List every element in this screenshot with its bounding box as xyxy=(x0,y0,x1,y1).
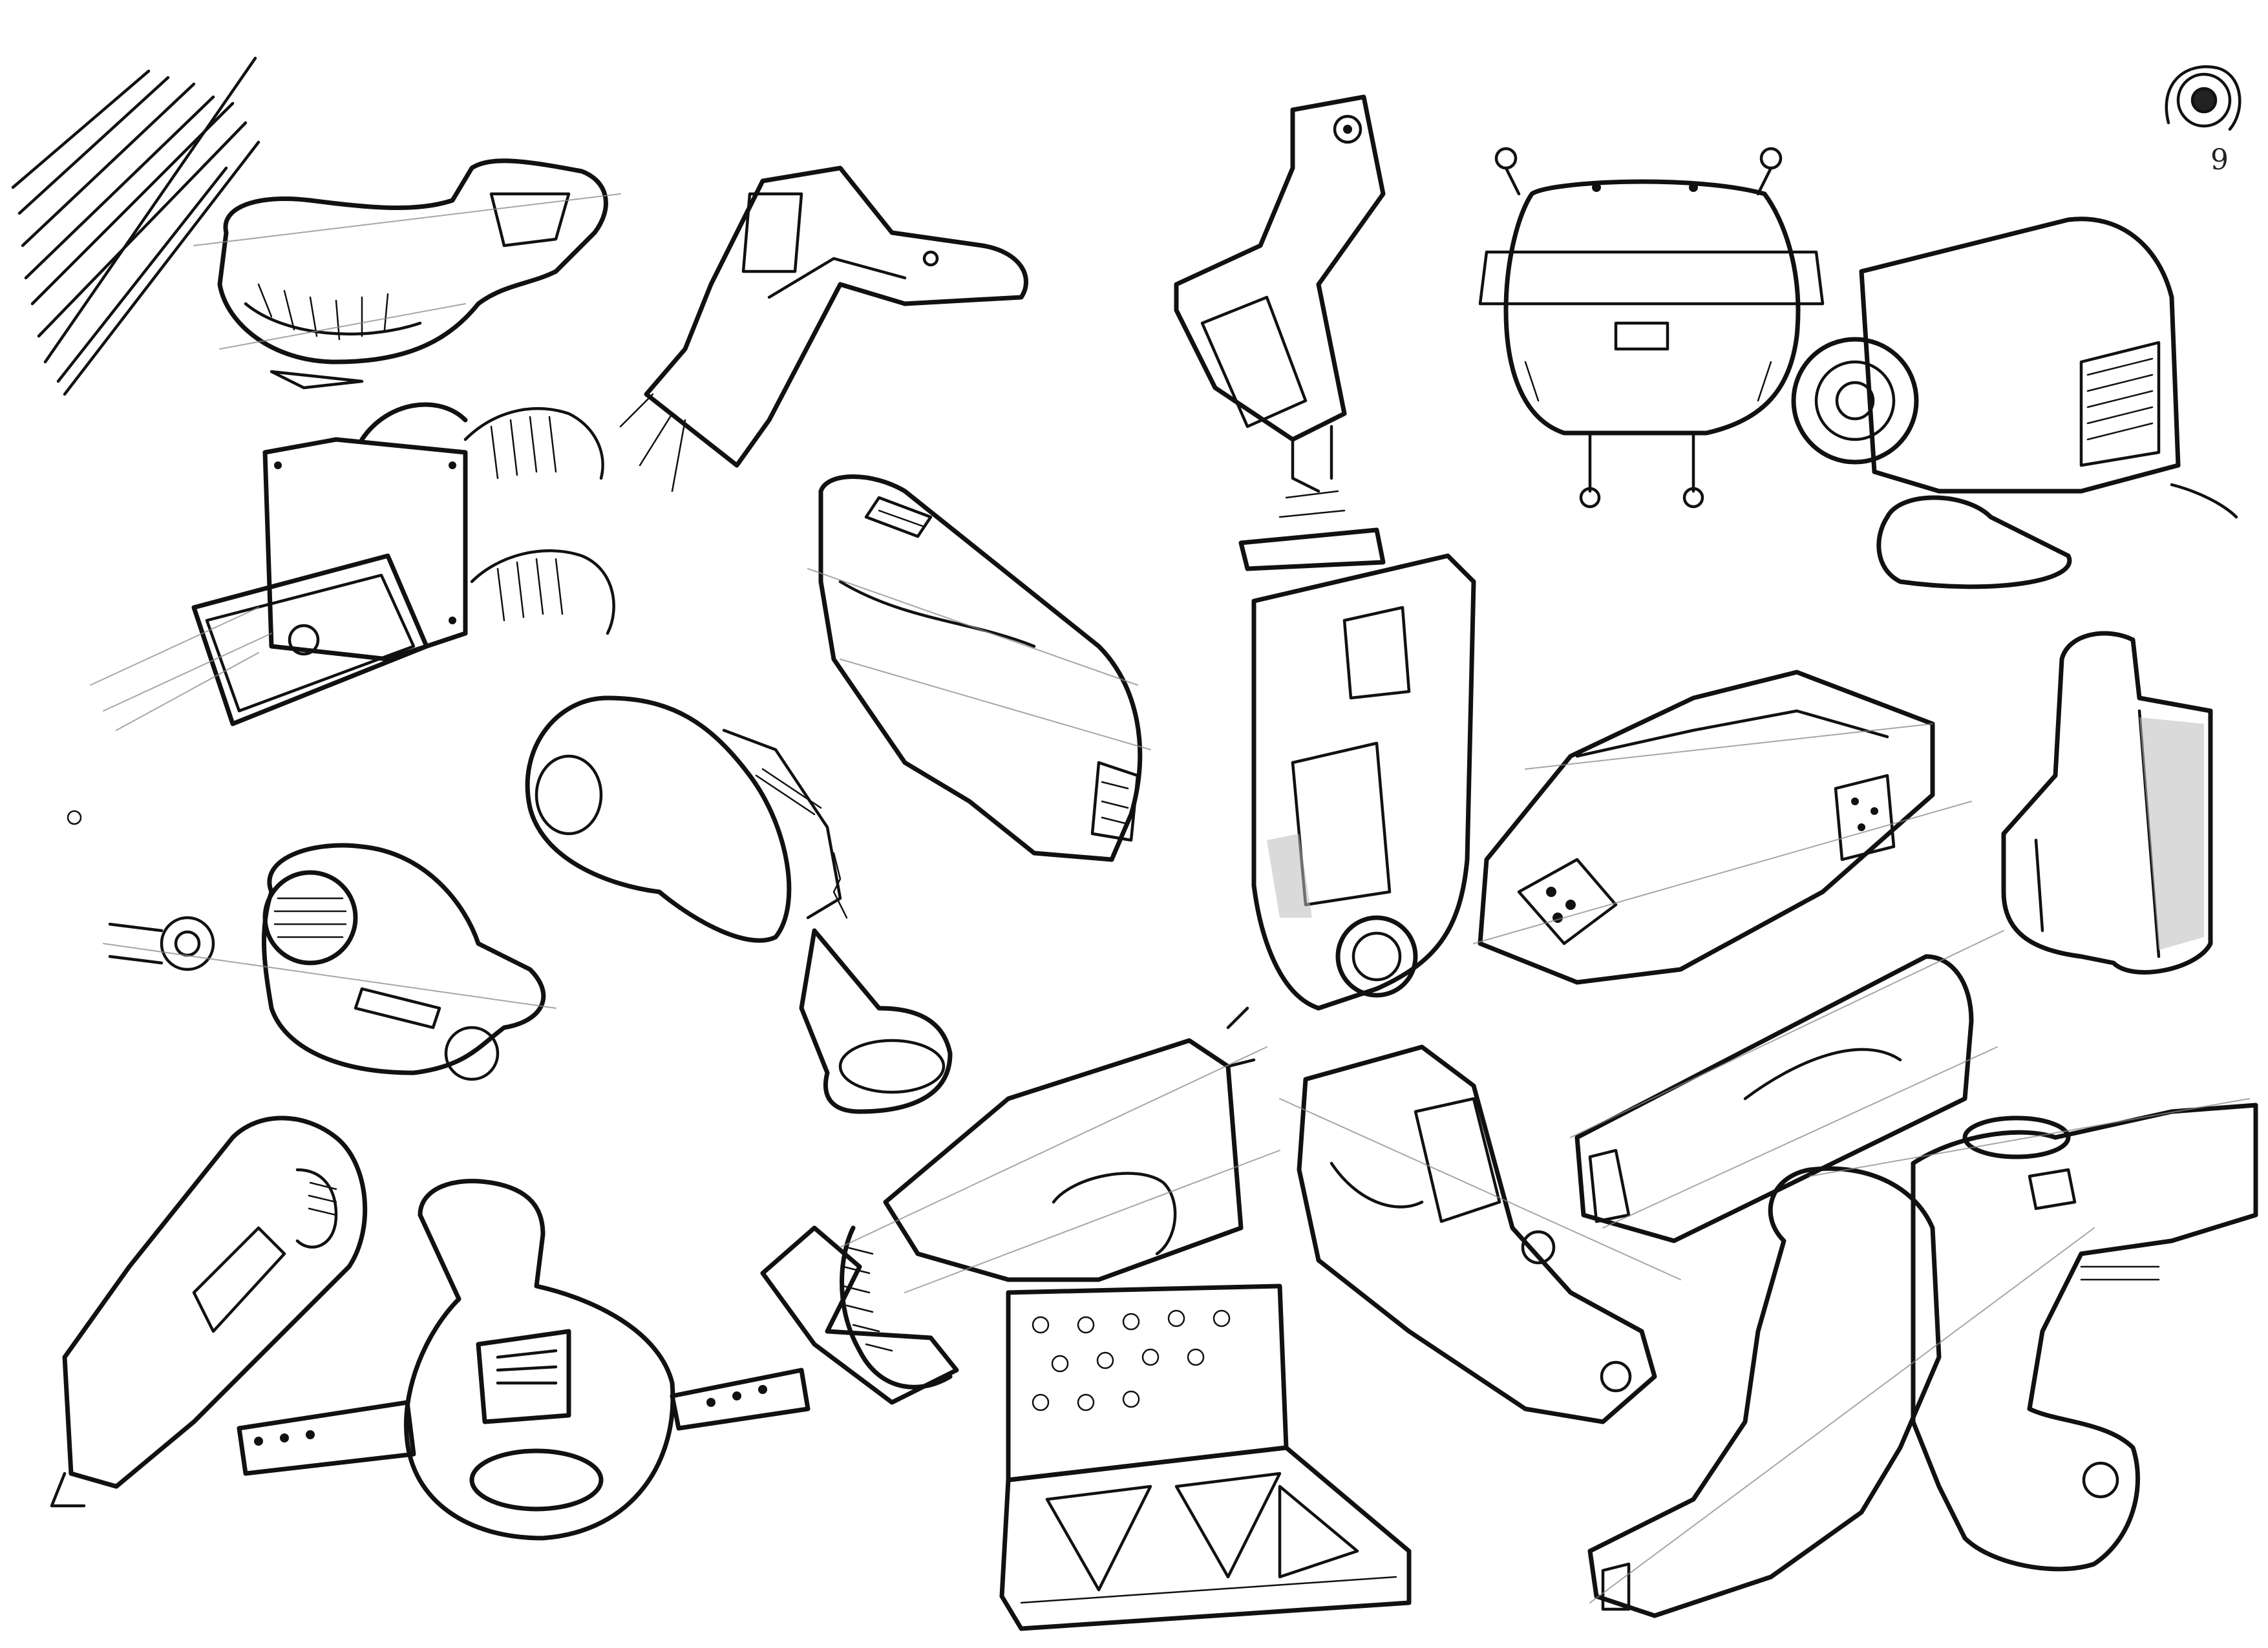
sketch-bulb-tube xyxy=(525,695,953,1114)
sketch-angled-handle xyxy=(619,165,1028,492)
stray-mark xyxy=(67,810,82,825)
signature-swirl xyxy=(2165,65,2242,131)
sketch-bellows-block xyxy=(90,402,615,731)
sketch-pistol-grip xyxy=(1174,94,1386,571)
sketch-pod-handle xyxy=(193,158,621,390)
sketch-curved-controller xyxy=(50,1115,368,1508)
sketch-legged-pod xyxy=(1478,147,1825,509)
sketch-grill-body xyxy=(807,474,1151,862)
sketch-tall-scoop xyxy=(2001,631,2213,975)
sketch-hose-arm xyxy=(760,1006,1280,1405)
hatch-swatch xyxy=(11,56,260,396)
sketch-lens-tower xyxy=(1251,553,1476,1011)
corner-number: 9 xyxy=(2210,143,2229,176)
sketch-perforated-truss xyxy=(999,1284,1412,1631)
sketch-angled-bracket xyxy=(1279,1044,1681,1424)
sketch-tapered-bar xyxy=(1570,930,2004,1243)
sketch-drum-heater xyxy=(1791,217,2238,589)
sketch-ring-sander xyxy=(237,1178,811,1541)
sketch-faceted-housing xyxy=(1473,670,1972,985)
sketch-multi-arm-tool xyxy=(1587,1098,2258,1618)
sketch-round-grill xyxy=(103,843,556,1081)
